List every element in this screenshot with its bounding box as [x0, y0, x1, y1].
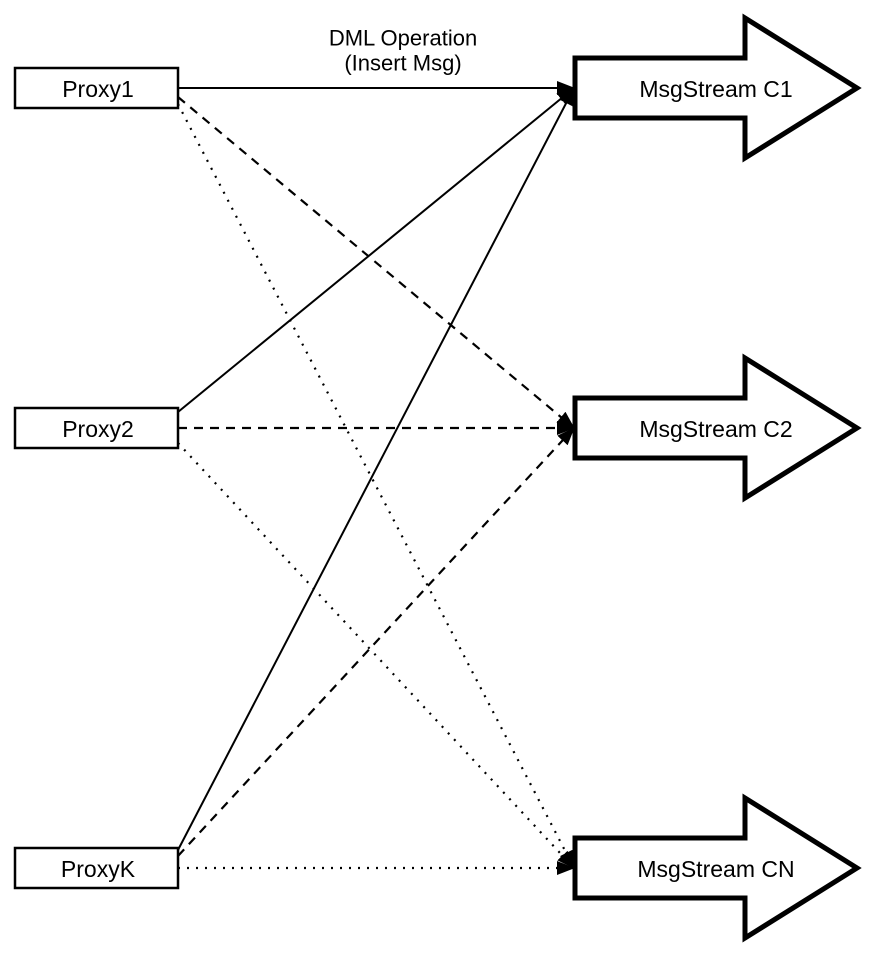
- node-proxy2: Proxy2: [13, 406, 180, 450]
- node-msgstream-c2: MsgStream C2: [572, 353, 862, 503]
- proxy2-box: [13, 406, 180, 450]
- msgstream-cn-arrow-shape: [572, 793, 862, 943]
- proxy1-label: Proxy1: [62, 76, 134, 102]
- edge-proxy2-to-c1: [177, 87, 575, 413]
- proxy1-box: [13, 66, 180, 110]
- node-proxyk: ProxyK: [13, 846, 180, 890]
- msgstream-c1-label: MsgStream C1: [639, 76, 792, 102]
- msgstream-cn-label: MsgStream CN: [637, 856, 794, 882]
- edge-proxy1-to-cn: [177, 103, 575, 869]
- node-msgstream-c1: MsgStream C1: [572, 13, 862, 163]
- edge-proxyk-to-c1: [177, 87, 575, 851]
- msgstream-c2-arrow-shape: [572, 353, 862, 503]
- edge-label-line1: DML Operation: [329, 26, 477, 51]
- edge-proxyk-to-c2: [177, 427, 575, 857]
- proxyk-label: ProxyK: [61, 856, 136, 882]
- proxyk-box: [13, 846, 180, 890]
- edge-proxy2-to-cn: [177, 442, 575, 869]
- edge-label-line2: (Insert Msg): [344, 51, 461, 76]
- node-msgstream-cn: MsgStream CN: [572, 793, 862, 943]
- msgstream-c2-label: MsgStream C2: [639, 416, 792, 442]
- node-proxy1: Proxy1: [13, 66, 180, 110]
- msgstream-c1-arrow-shape: [572, 13, 862, 163]
- edge-proxy1-to-c2: [177, 96, 575, 429]
- proxy2-label: Proxy2: [62, 416, 134, 442]
